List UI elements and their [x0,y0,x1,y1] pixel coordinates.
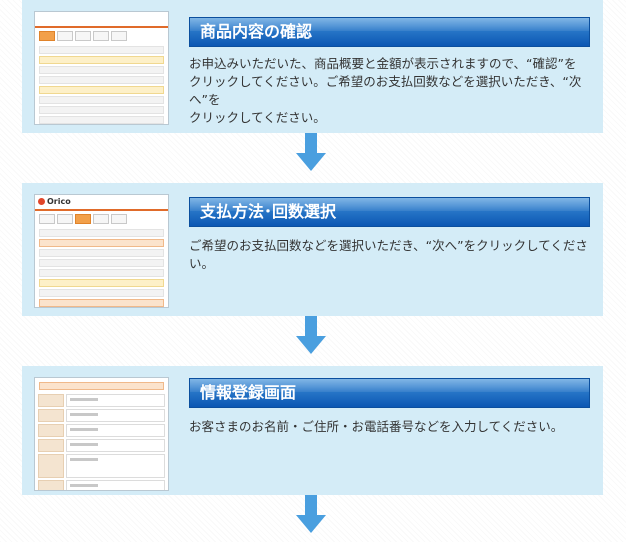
orico-logo: Orico [38,197,71,206]
step-description: お申込みいただいた、商品概要と金額が表示されますので、“確認”を クリックしてく… [189,56,582,125]
step-3-panel: 情報登録画面 お客さまのお名前・ご住所・お電話番号などを入力してください。 [22,366,603,495]
order-confirmation-screenshot [34,11,169,125]
arrow-down-icon [296,133,326,171]
step-1-panel: 商品内容の確認 お申込みいただいた、商品概要と金額が表示されますので、“確認”を… [22,0,603,133]
arrow-down-icon [296,495,326,533]
payment-selection-screenshot: Orico [34,194,169,308]
step-title: 支払方法･回数選択 [189,197,590,227]
step-2-panel: Orico 支払方法･回数選択 ご希望のお支払回数などを選択いただき、“次へ”を… [22,183,603,316]
step-title: 情報登録画面 [189,378,590,408]
step-title: 商品内容の確認 [189,17,590,47]
registration-form-screenshot [34,377,169,491]
arrow-down-icon [296,316,326,354]
step-description: ご希望のお支払回数などを選択いただき、“次へ”をクリックしてくださ い。 [189,238,588,271]
step-description: お客さまのお名前・ご住所・お電話番号などを入力してください。 [189,419,564,434]
